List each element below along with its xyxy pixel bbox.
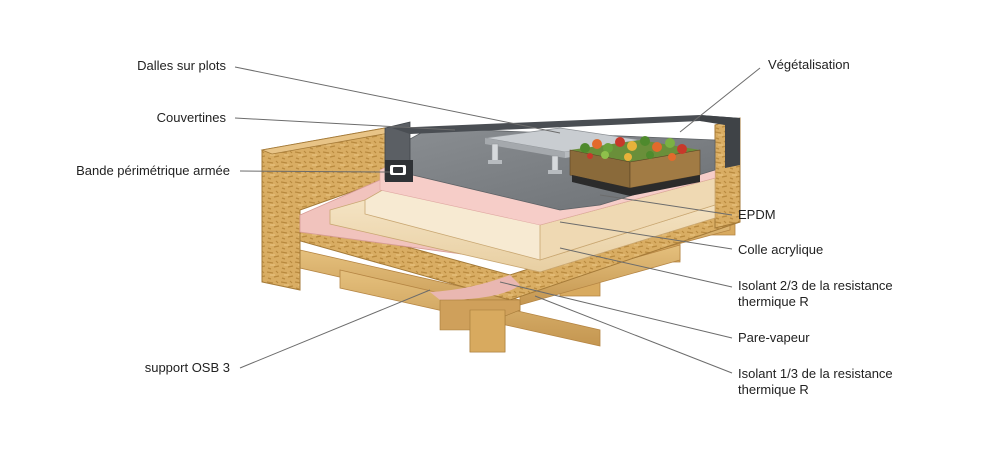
label-support-osb3: support OSB 3 [145,360,230,376]
label-couvertines: Couvertines [157,110,226,126]
label-colle-acrylique: Colle acrylique [738,242,823,258]
label-pare-vapeur: Pare-vapeur [738,330,810,346]
label-isolant-1-3: Isolant 1/3 de la resistance thermique R [738,366,938,398]
label-dalles-sur-plots: Dalles sur plots [137,58,226,74]
label-bande-perimetrique: Bande périmétrique armée [76,163,230,179]
label-vegetalisation: Végétalisation [768,57,850,73]
perimeter-band [385,160,413,182]
label-epdm: EPDM [738,207,776,223]
label-isolant-2-3: Isolant 2/3 de la resistance thermique R [738,278,938,310]
front-post [470,310,505,352]
